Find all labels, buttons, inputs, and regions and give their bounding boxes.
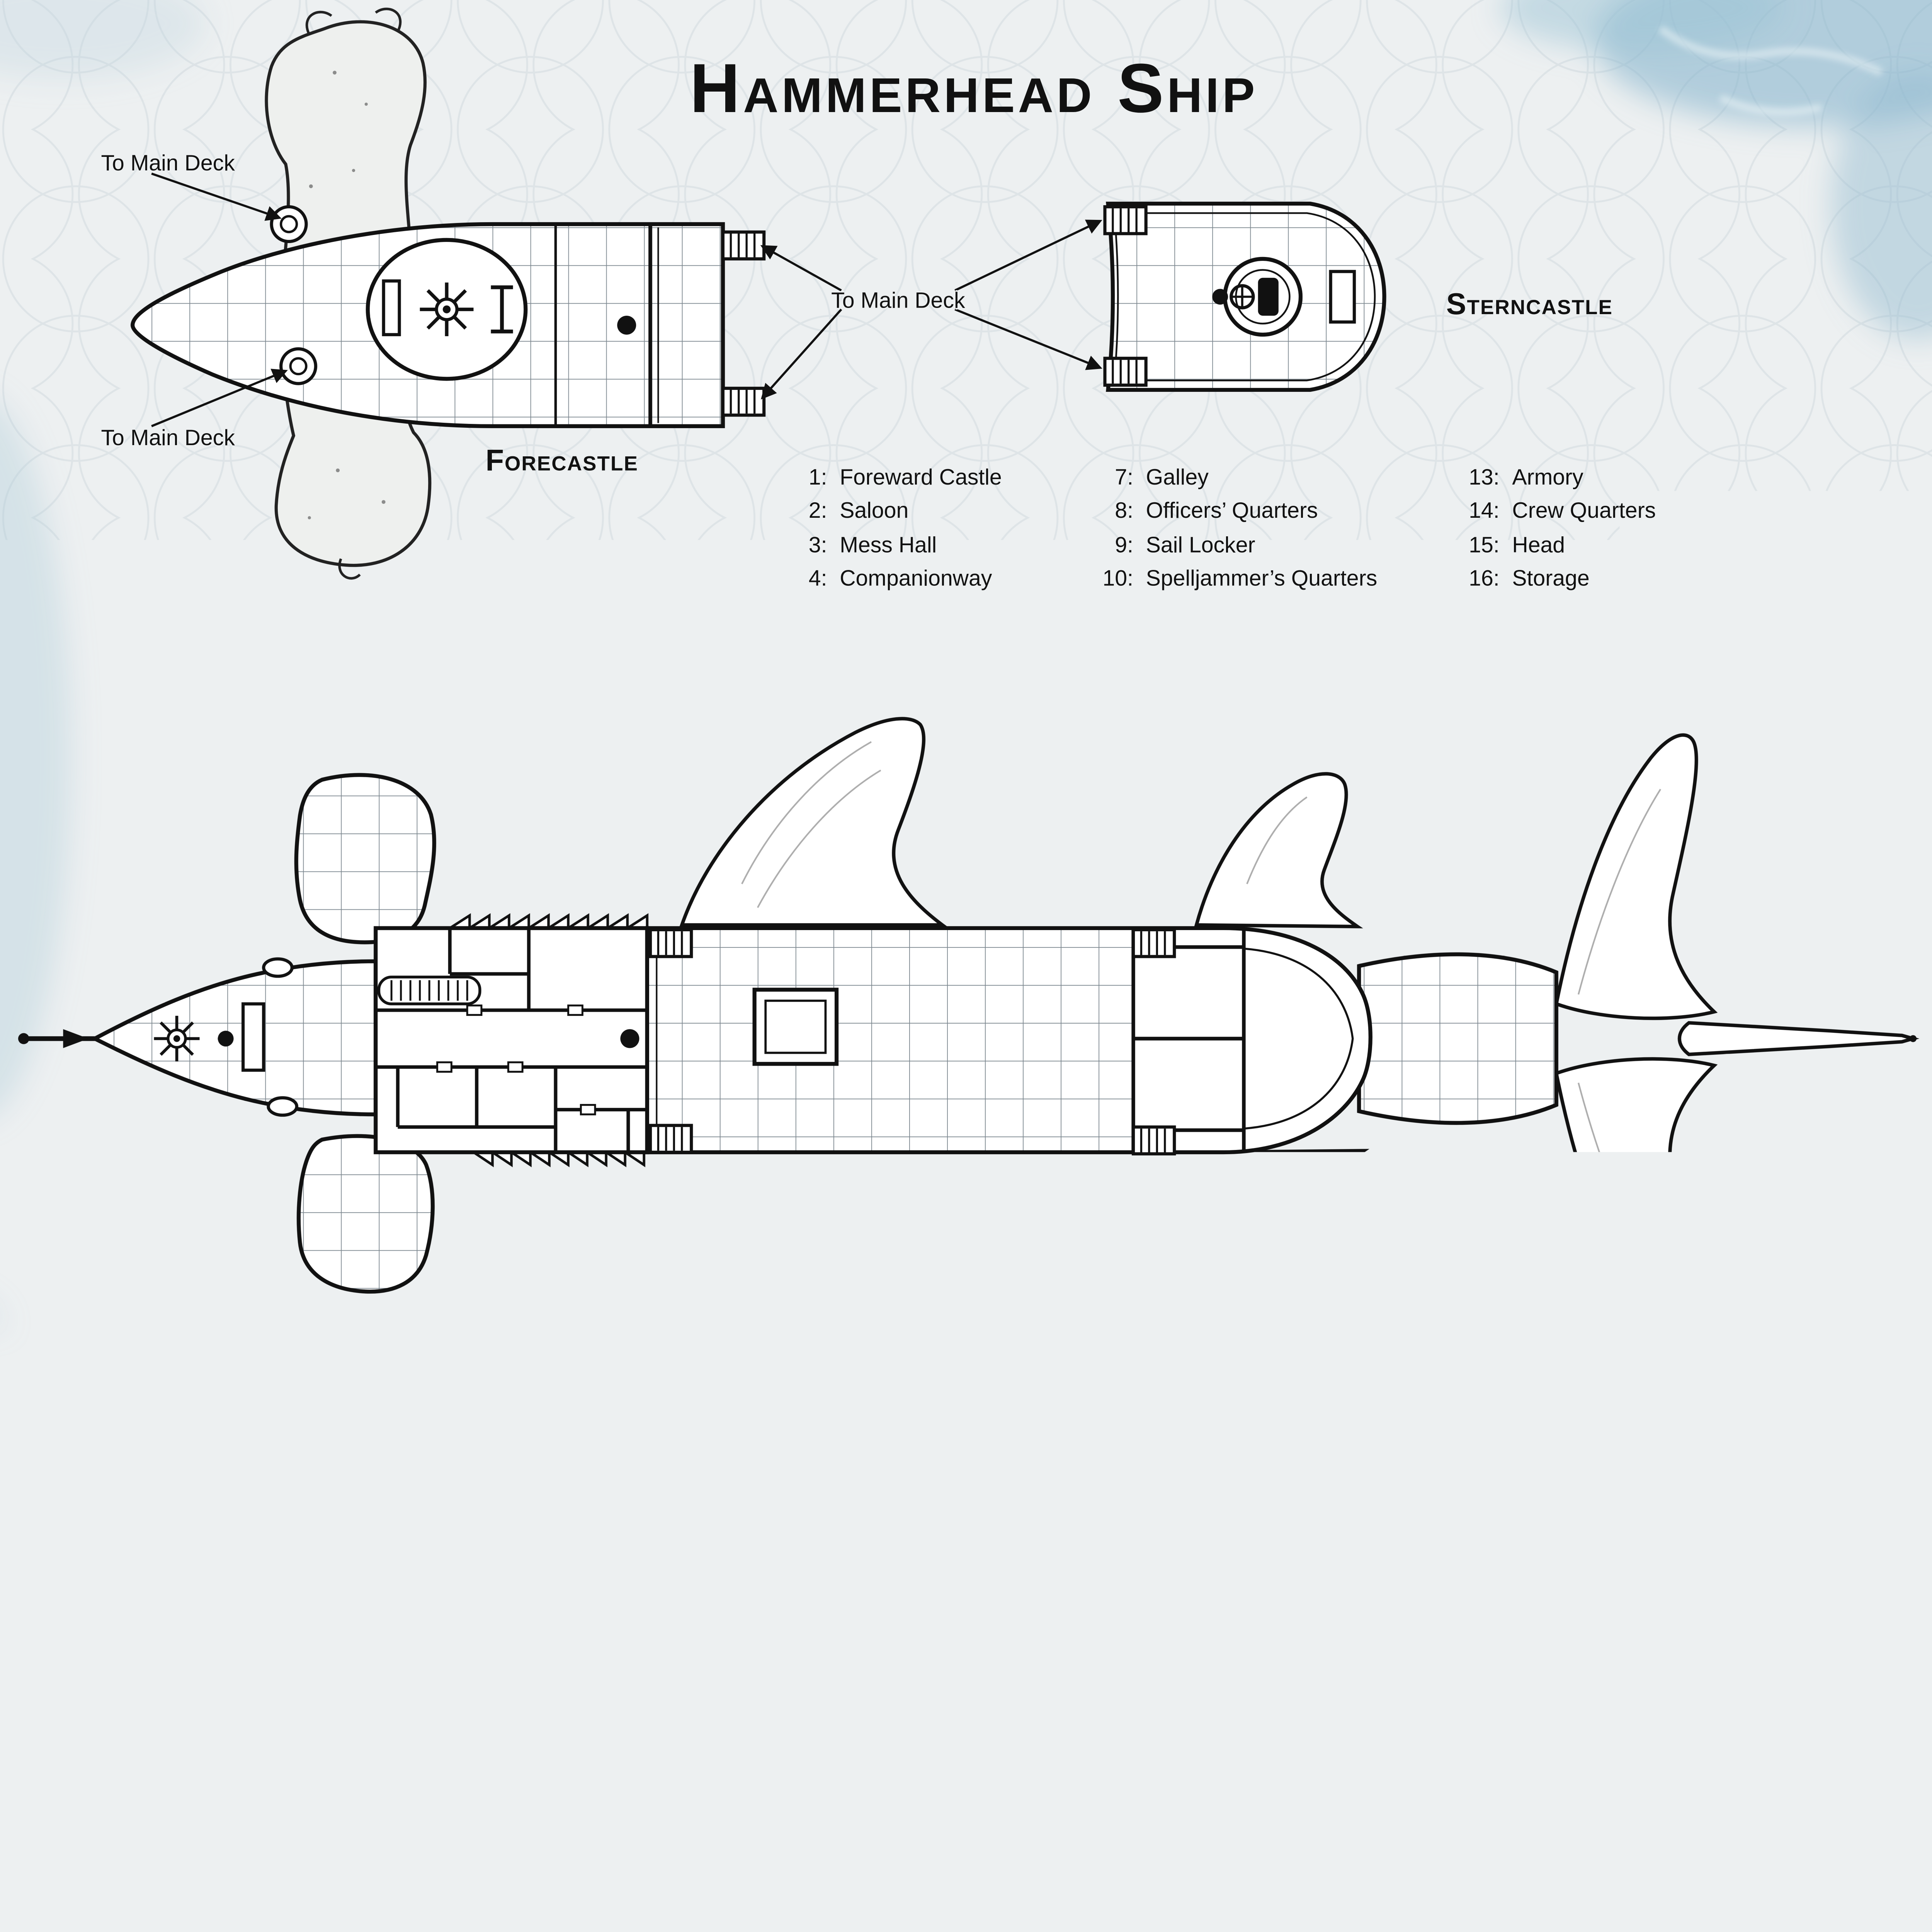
sterncastle-heading: Sterncastle [1446, 289, 1613, 324]
legend-item: 3:Mess Hall [789, 527, 1023, 561]
room-number-14c: 14 [281, 1743, 316, 1780]
room-number-17: 17 [588, 1742, 624, 1778]
legend-column-2: 7:Galley 8:Officers’ Quarters 9:Sail Loc… [1083, 459, 1377, 663]
helm-chair-icon [1258, 278, 1279, 316]
windlass-icon [154, 1016, 199, 1061]
label-to-main-deck-center: To Main Deck [831, 287, 965, 312]
mast-dot [620, 1029, 639, 1048]
room-number-14a: 14 [276, 1604, 311, 1641]
main-deck-heading: Main Deck [1445, 871, 1585, 906]
room-number-13: 13 [164, 1682, 199, 1718]
legend-item: 1:Foreward Castle [789, 459, 1023, 493]
room-number-11: 11 [1172, 975, 1205, 1011]
label-to-forecastle-starboard: To Forecastle [87, 1155, 219, 1180]
label-to-cargo-deck-line3: Deck [464, 848, 514, 873]
legend-item: 2:Saloon [789, 493, 1023, 527]
bench [384, 281, 400, 335]
room-number-10: 10 [1171, 1066, 1206, 1102]
room-number-3: 3 [351, 1199, 369, 1235]
legend-column-1: 1:Foreward Castle 2:Saloon 3:Mess Hall 4… [789, 459, 1023, 663]
legend-item: 15:Head [1449, 527, 1656, 561]
sterncastle-plan [1105, 204, 1384, 390]
legend-item: 16:Storage [1449, 561, 1656, 595]
room-number-4: 4 [485, 1020, 503, 1057]
room-number-14d: 14 [367, 1743, 403, 1780]
room-number-6: 6 [578, 948, 596, 984]
cargo-deck-heading: Cargo Deck [1346, 1555, 1511, 1590]
room-number-15: 15 [429, 1589, 464, 1625]
room-number-18: 18 [926, 1680, 961, 1716]
label-to-sterncastle-bottom: To Sterncastle [1035, 1167, 1175, 1192]
ladder-icon [1105, 358, 1146, 385]
deck-hatch-icon [268, 1098, 297, 1115]
legend-item: 12:Spelljamming Helm [1083, 629, 1377, 663]
ladder-icon [1105, 207, 1146, 233]
ladder-icon [650, 1126, 691, 1152]
label-to-main-deck-cargo-left: To Main Deck [260, 1525, 393, 1550]
locker [1331, 272, 1354, 322]
legend-item: 14:Crew Quarters [1449, 493, 1656, 527]
room-number-9: 9 [583, 1112, 600, 1148]
companionway-stairs-icon [379, 977, 480, 1004]
room-number-14e: 14 [451, 1743, 486, 1780]
room-number-14b: 14 [498, 1604, 534, 1641]
label-to-cargo-deck-line2: Cargo [459, 815, 519, 840]
legend-item: 9:Sail Locker [1083, 527, 1377, 561]
ladder-icon [1133, 930, 1174, 956]
deck-hatch-icon [264, 959, 292, 976]
legend-item: 7:Galley [1083, 459, 1377, 493]
room-number-2: 2 [351, 842, 369, 878]
ladder-icon [723, 388, 764, 415]
legend-item: 18:Cargo Hold [1449, 629, 1656, 663]
legend-item: 6:Captain’s Quarters [789, 629, 1023, 663]
room-number-5: 5 [481, 932, 498, 968]
rooms-block [376, 928, 647, 1152]
room-number-7: 7 [429, 1079, 446, 1115]
mast-dot [218, 1031, 234, 1046]
room-number-12: 12 [1285, 1020, 1320, 1057]
mast-dot [617, 316, 636, 335]
page-title: Hammerhead Ship [690, 51, 1258, 129]
label-to-cargo-deck-line1: To [478, 781, 501, 806]
room-number-8: 8 [507, 1077, 525, 1114]
label-to-sterncastle-top: To Sterncastle [1035, 881, 1175, 906]
ladder-icon [723, 232, 764, 259]
label-to-cargo-deck-center: To Cargo Deck [854, 1026, 1000, 1051]
legend-item: 17:Stateroom [1449, 595, 1656, 629]
label-to-main-deck-forecastle-bottom: To Main Deck [101, 425, 235, 450]
forecastle-heading: Forecastle [486, 445, 638, 480]
room-number-4-cargo: 4 [351, 1679, 369, 1715]
legend-item: 10:Spelljammer’s Quarters [1083, 561, 1377, 595]
legend-column-3: 13:Armory 14:Crew Quarters 15:Head 16:St… [1449, 459, 1656, 663]
scale-note: 1 Square = 5 Feet [1546, 1799, 1749, 1828]
ladder-icon [650, 930, 691, 956]
label-to-main-deck-forecastle-top: To Main Deck [101, 150, 235, 175]
label-to-forecastle-bottom: To Forecastle [519, 1190, 652, 1215]
legend-item: 4:Companionway [789, 561, 1023, 595]
legend-item: 11:Chart Room [1083, 595, 1377, 629]
bench [243, 1004, 264, 1070]
legend-item: 5:Head [789, 595, 1023, 629]
mast-dot [619, 1686, 638, 1705]
legend-item: 8:Officers’ Quarters [1083, 493, 1377, 527]
room-number-16: 16 [574, 1589, 609, 1625]
label-to-forecastle-port: To Forecastle [87, 881, 219, 906]
legend-item: 13:Armory [1449, 459, 1656, 493]
label-to-main-deck-cargo-center: To Main Deck [827, 1537, 960, 1563]
label-to-forecastle-top: To Forecastle [582, 808, 715, 833]
mast-dot [1212, 289, 1228, 305]
room-number-1: 1 [304, 1020, 321, 1057]
capstan-icon [420, 282, 474, 336]
